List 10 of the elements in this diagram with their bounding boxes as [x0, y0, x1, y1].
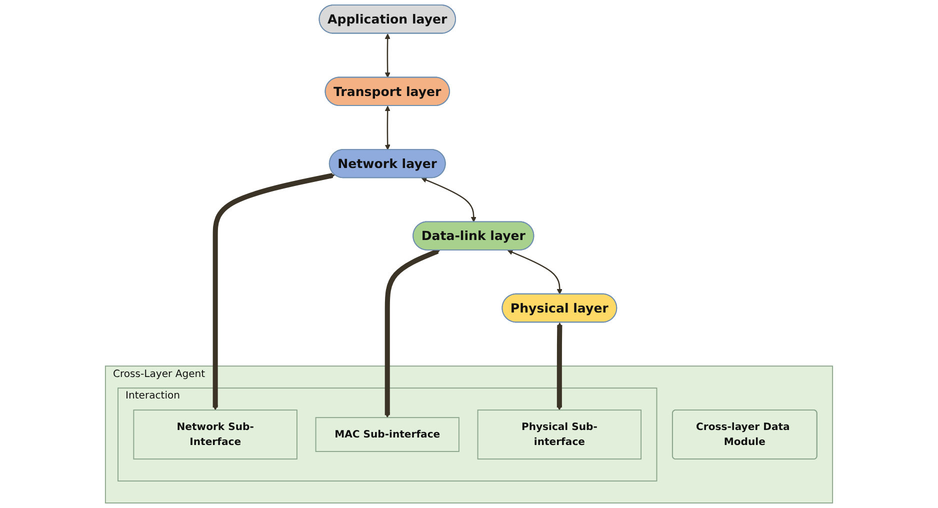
arrow [507, 250, 562, 294]
arrow [384, 34, 390, 78]
arrow [384, 106, 390, 150]
node-box: Physical Sub-interface [477, 410, 642, 460]
node-box: MAC Sub-interface [315, 417, 460, 452]
arrow [384, 248, 440, 418]
arrow [212, 172, 336, 410]
arrow [556, 322, 562, 410]
arrow [421, 177, 476, 222]
node-box: Network Sub-Interface [133, 410, 298, 460]
